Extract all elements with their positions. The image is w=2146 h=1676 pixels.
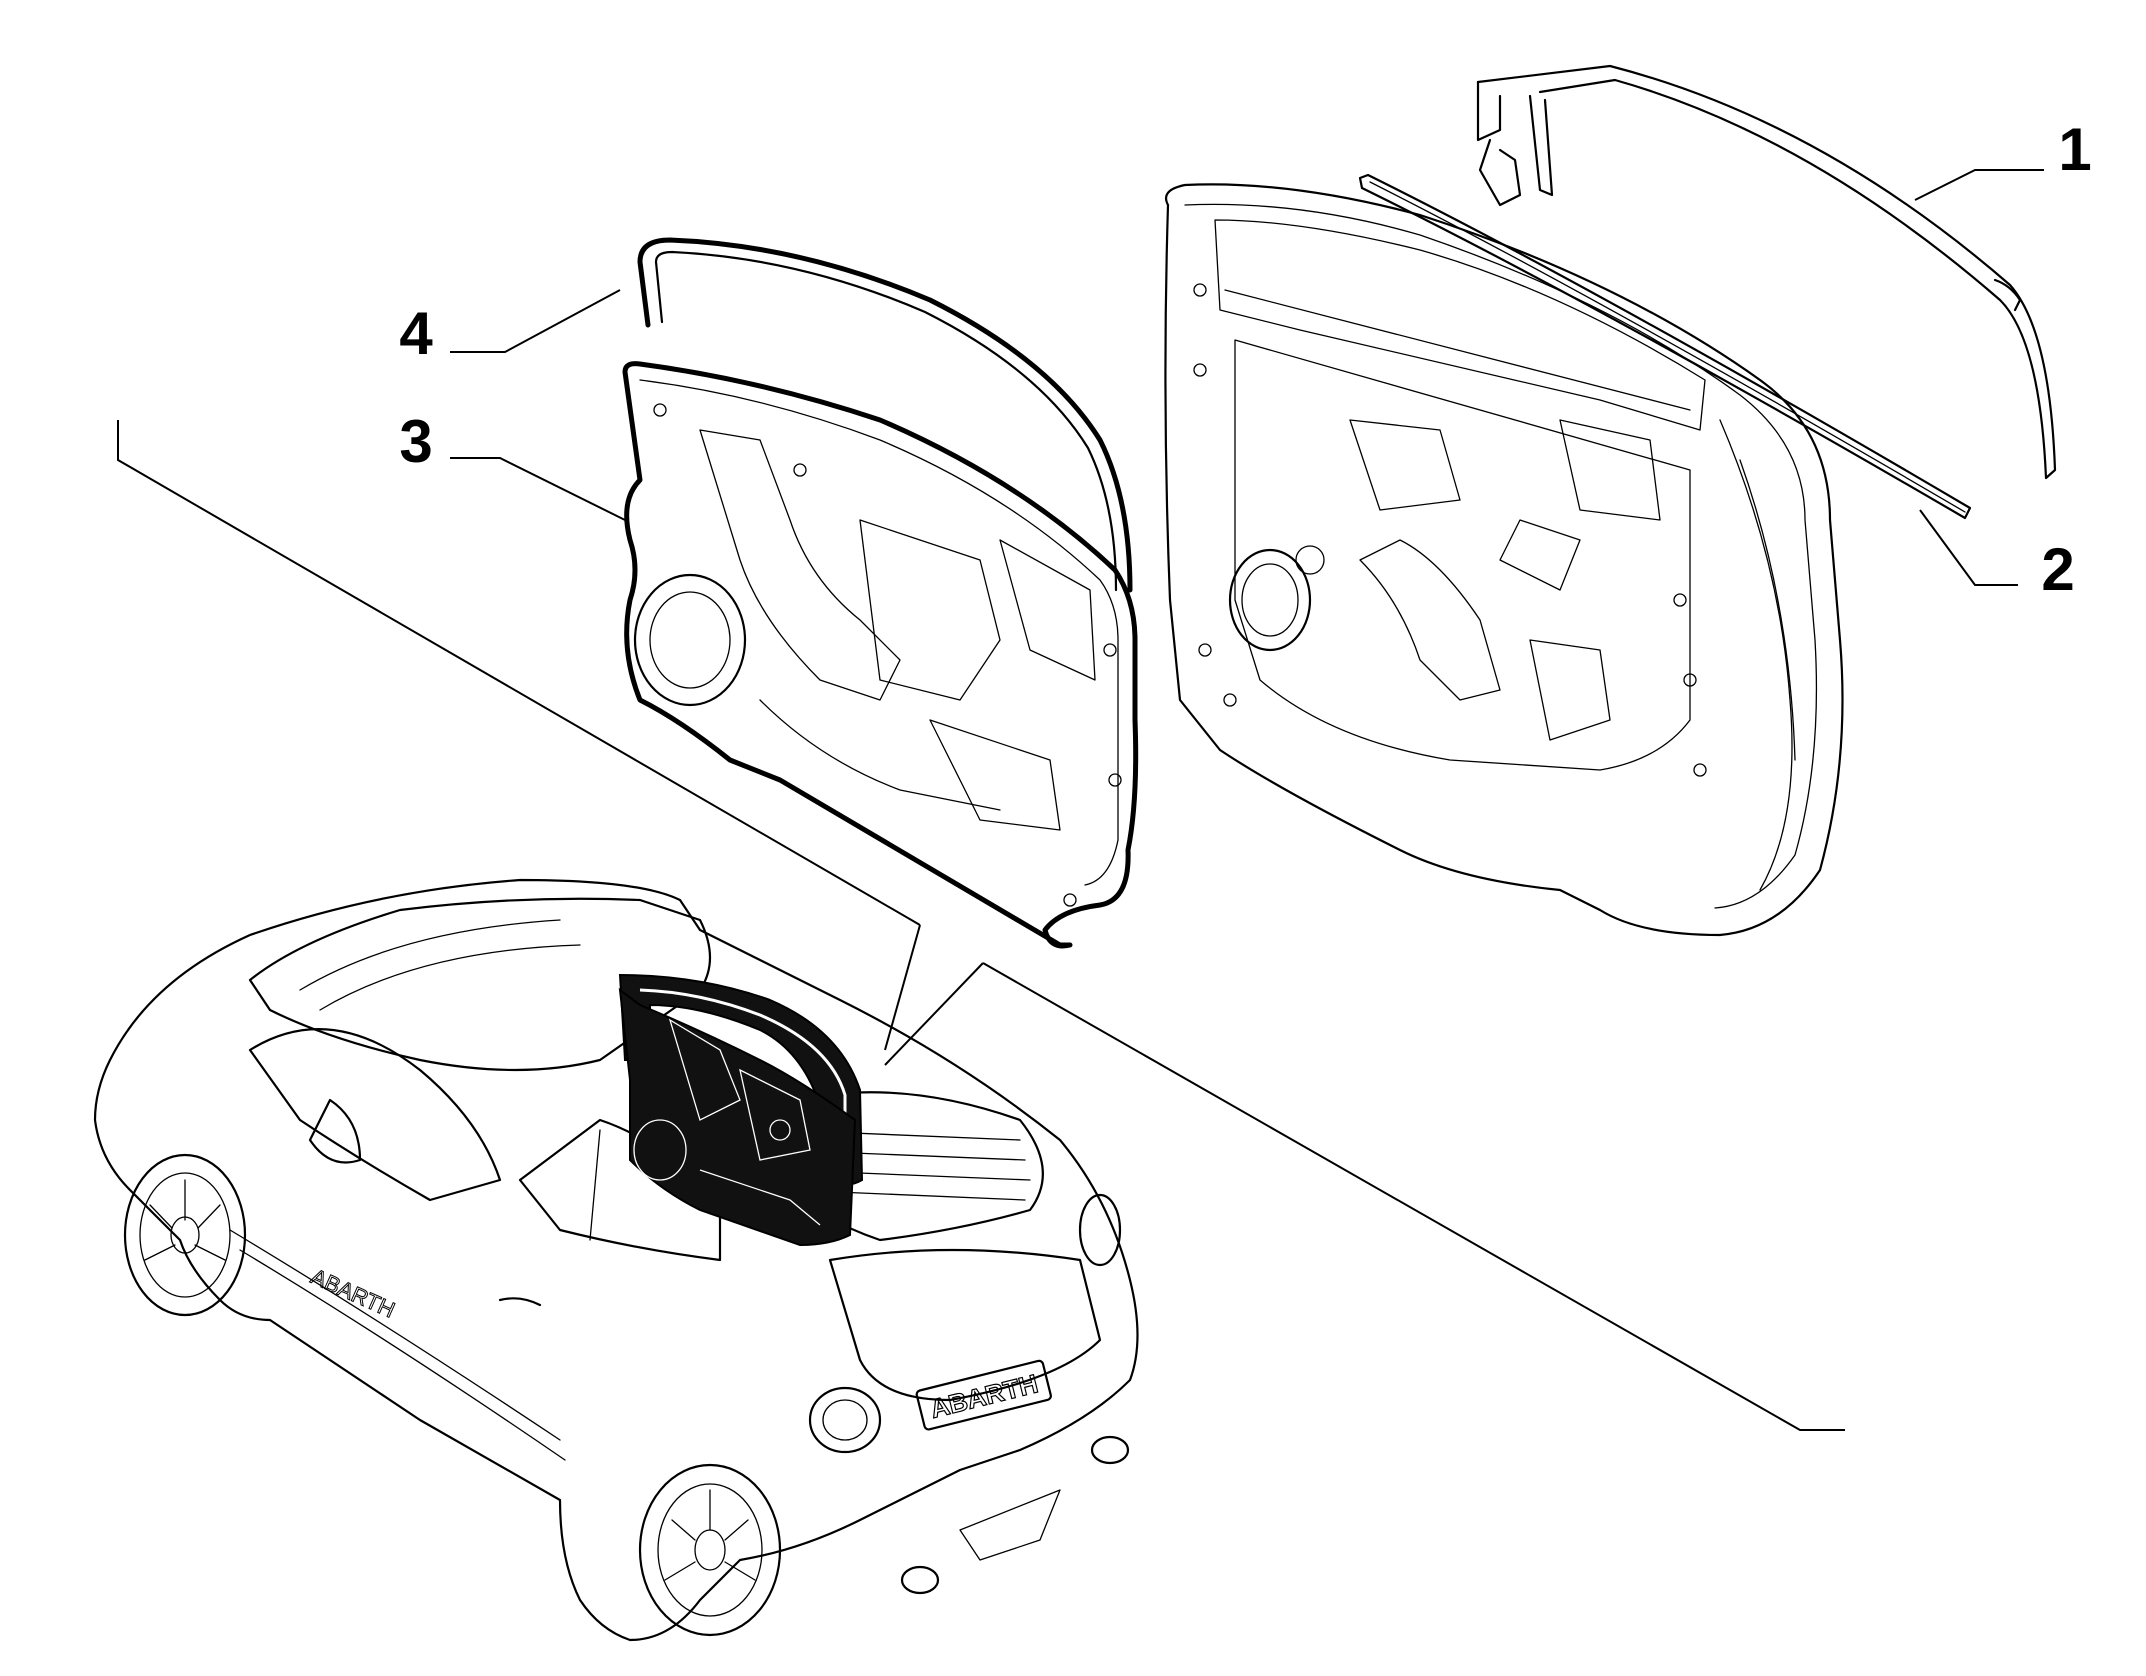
car-illustration: ABARTH ABARTH bbox=[93, 878, 1139, 1642]
callout-label-3: 3 bbox=[399, 408, 432, 475]
leader-lines bbox=[117, 169, 2044, 1431]
leader-2 bbox=[1919, 509, 2018, 586]
leader-1 bbox=[1914, 169, 2044, 201]
side-stripe-text: ABARTH bbox=[307, 1264, 398, 1323]
car-door-highlight bbox=[618, 973, 864, 1247]
part-2-belt-strip[interactable] bbox=[1358, 173, 1972, 520]
side-stripe: ABARTH bbox=[307, 1263, 399, 1323]
part-4-upper-window-seal[interactable] bbox=[637, 237, 1133, 593]
callout-label-2: 2 bbox=[2041, 536, 2074, 603]
callout-labels: 1 2 3 4 bbox=[399, 116, 2091, 603]
door-shell bbox=[1164, 183, 1844, 937]
part-1-window-frame-seal[interactable] bbox=[1476, 64, 2057, 480]
rear-plate: ABARTH bbox=[915, 1359, 1052, 1431]
leader-group-bottom bbox=[982, 962, 1845, 1431]
leader-group bbox=[117, 420, 921, 926]
leader-4 bbox=[450, 289, 621, 353]
callout-label-4: 4 bbox=[399, 300, 433, 367]
leader-3 bbox=[450, 457, 626, 521]
part-3-door-trim-panel[interactable] bbox=[622, 361, 1139, 949]
callout-label-1: 1 bbox=[2058, 116, 2091, 183]
